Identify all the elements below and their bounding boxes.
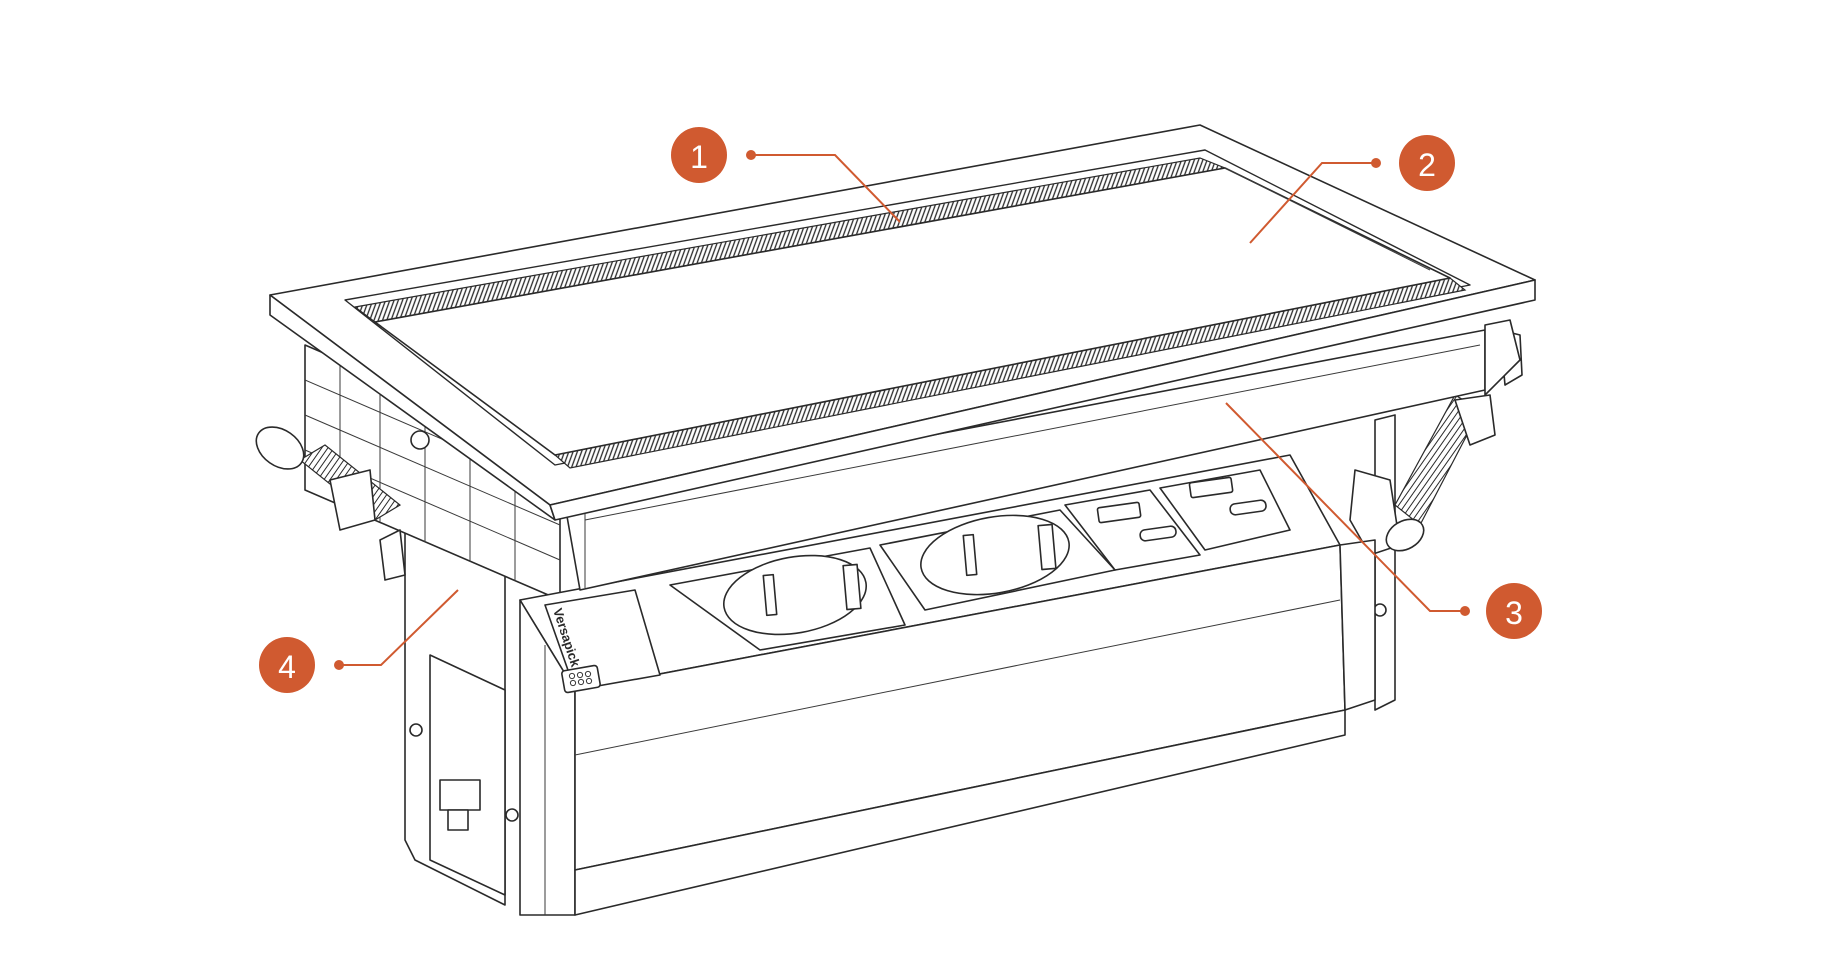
power-unit-body: Versapick (519, 454, 1376, 916)
usb-module-2 (1159, 469, 1291, 551)
callout-3[interactable]: 3 (1225, 402, 1542, 639)
clamp-screw-left (255, 426, 406, 581)
schuko-socket-1 (669, 547, 906, 651)
callout-number-3: 3 (1505, 595, 1523, 631)
mounting-bracket-left (255, 344, 561, 906)
schuko-socket-2 (879, 509, 1116, 611)
frame-skirt (564, 319, 1521, 591)
cover-lid (374, 167, 1451, 456)
callout-1[interactable]: 1 (671, 127, 901, 223)
callout-4[interactable]: 4 (259, 589, 459, 693)
callout-number-4: 4 (278, 649, 296, 685)
callout-number-1: 1 (690, 139, 708, 175)
callout-number-2: 2 (1418, 147, 1436, 183)
callout-2[interactable]: 2 (1249, 135, 1455, 244)
usb-module-1 (1064, 489, 1201, 571)
clamp-screw-right (1349, 329, 1523, 711)
